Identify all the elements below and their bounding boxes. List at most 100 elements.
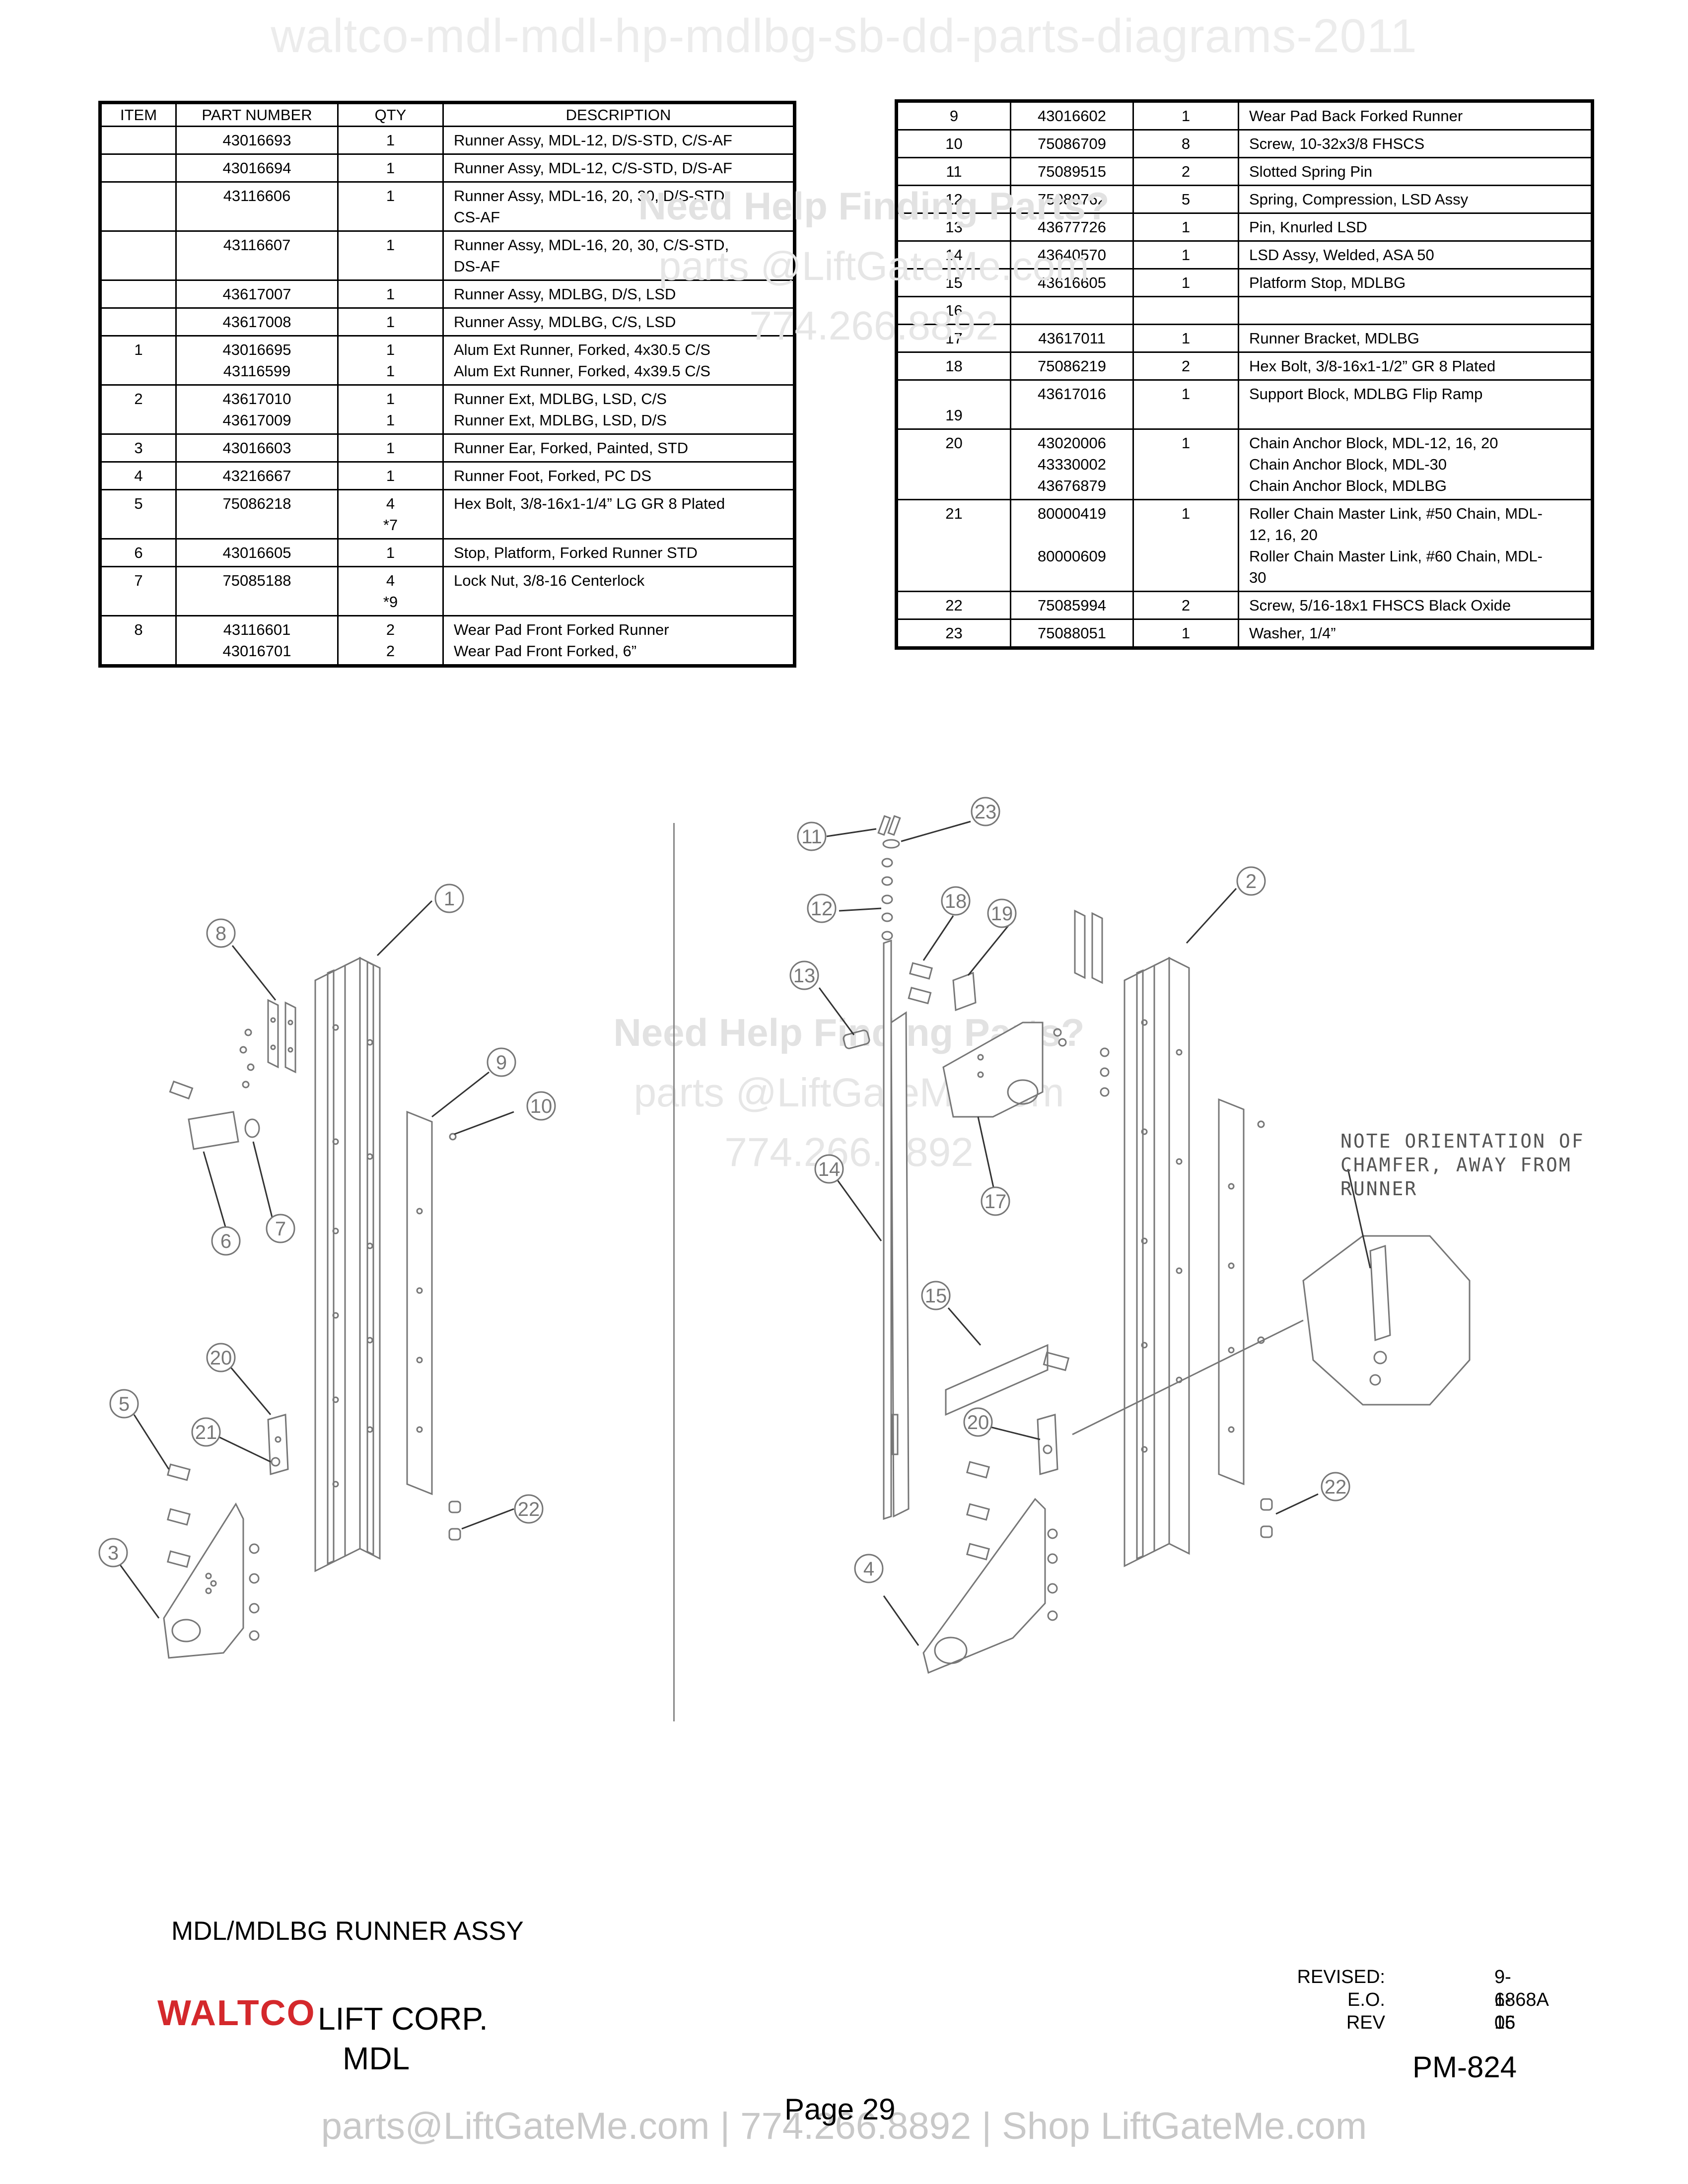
item-cell: 6 <box>99 538 177 567</box>
item-cell: 22 <box>896 591 1011 620</box>
svg-text:14: 14 <box>818 1159 841 1180</box>
item-cell: 23 <box>896 618 1011 649</box>
description-cell: Wear Pad Back Forked Runner <box>1238 100 1593 131</box>
header-description: DESCRIPTION <box>442 102 795 127</box>
qty-cell: 1 <box>1132 379 1239 430</box>
eo-value: 6868A <box>1494 1989 1549 2010</box>
svg-text:9: 9 <box>496 1052 507 1074</box>
balloon-right-15: 15 <box>921 1281 951 1310</box>
item-cell: 11 <box>896 157 1011 186</box>
svg-text:10: 10 <box>530 1095 553 1117</box>
view-divider <box>673 823 675 1721</box>
description-cell: Lock Nut, 3/8-16 Centerlock <box>442 566 795 616</box>
qty-cell: 8 <box>1132 129 1239 158</box>
item-cell: 20 <box>896 428 1011 500</box>
page-number: Page 29 <box>784 2093 896 2126</box>
qty-cell: 2 <box>1132 591 1239 620</box>
description-cell: Chain Anchor Block, MDL-12, 16, 20 Chain… <box>1238 428 1593 500</box>
svg-text:11: 11 <box>801 826 822 848</box>
item-cell: 15 <box>896 268 1011 297</box>
qty-cell: 1 <box>1132 324 1239 353</box>
balloon-right-4: 4 <box>854 1554 884 1583</box>
item-cell: 21 <box>896 499 1011 592</box>
part-number-cell: 75085188 <box>175 566 339 616</box>
part-number-cell: 43616605 <box>1010 268 1134 297</box>
svg-text:5: 5 <box>119 1393 130 1415</box>
revised-value: 9-1-15 <box>1494 1967 1516 2033</box>
part-number-cell: 43016602 <box>1010 100 1134 131</box>
balloon-right-19: 19 <box>987 898 1017 928</box>
pm-number: PM-824 <box>1412 2050 1517 2084</box>
balloon-right-13: 13 <box>789 960 819 990</box>
qty-cell: 5 <box>1132 185 1239 214</box>
balloon-left-7: 7 <box>266 1214 295 1243</box>
svg-text:3: 3 <box>108 1542 119 1564</box>
part-number-cell: 43617016 <box>1010 379 1134 430</box>
item-cell: 3 <box>99 433 177 463</box>
model-name: MDL <box>343 2041 410 2076</box>
qty-cell: 1 <box>1132 212 1239 242</box>
part-number-cell: 43617010 43617009 <box>175 384 339 435</box>
part-number-cell: 43116601 43016701 <box>175 615 339 667</box>
table-header-row: ITEM PART NUMBER QTY DESCRIPTION <box>99 102 795 127</box>
svg-text:20: 20 <box>967 1412 989 1433</box>
balloon-right-18: 18 <box>941 886 971 916</box>
chamfer-note: NOTE ORIENTATION OF CHAMFER, AWAY FROM R… <box>1340 1130 1585 1200</box>
header-part-number: PART NUMBER <box>175 102 339 127</box>
description-cell: Runner Assy, MDL-16, 20, 30, C/S-STD, DS… <box>442 230 795 281</box>
revised-label: REVISED: <box>1297 1967 1385 1987</box>
item-cell: 16 <box>896 296 1011 325</box>
rev-value: 06 <box>1494 2012 1516 2033</box>
description-cell: Alum Ext Runner, Forked, 4x30.5 C/S Alum… <box>442 335 795 386</box>
part-number-cell: 43216667 <box>175 461 339 490</box>
description-cell: Runner Foot, Forked, PC DS <box>442 461 795 490</box>
part-number-cell <box>1010 296 1134 325</box>
item-cell: 12 <box>896 185 1011 214</box>
svg-text:22: 22 <box>518 1499 540 1520</box>
qty-cell: 4 *7 <box>337 489 444 540</box>
svg-text:22: 22 <box>1325 1476 1347 1498</box>
header-qty: QTY <box>337 102 444 127</box>
qty-cell: 1 <box>1132 240 1239 270</box>
part-number-cell: 75086709 <box>1010 129 1134 158</box>
part-number-cell: 75088051 <box>1010 618 1134 649</box>
svg-text:18: 18 <box>945 890 967 912</box>
description-cell: Screw, 5/16-18x1 FHSCS Black Oxide <box>1238 591 1593 620</box>
part-number-cell: 43016693 <box>175 126 339 155</box>
svg-text:7: 7 <box>275 1218 286 1240</box>
part-number-cell: 75089762 <box>1010 185 1134 214</box>
svg-text:13: 13 <box>793 965 816 987</box>
top-watermark: waltco-mdl-mdl-hp-mdlbg-sb-dd-parts-diag… <box>271 9 1417 63</box>
part-number-cell: 80000419 80000609 <box>1010 499 1134 592</box>
part-number-cell: 43617008 <box>175 307 339 337</box>
item-cell <box>99 279 177 309</box>
qty-cell: 2 <box>1132 157 1239 186</box>
header-item: ITEM <box>99 102 177 127</box>
qty-cell: 1 1 <box>337 335 444 386</box>
watermark-phone: 774.266.8892 <box>749 303 998 348</box>
qty-cell: 1 <box>337 307 444 337</box>
part-number-cell: 75086219 <box>1010 351 1134 381</box>
description-cell: Runner Assy, MDLBG, D/S, LSD <box>442 279 795 309</box>
balloon-left-8: 8 <box>206 918 236 948</box>
description-cell: Roller Chain Master Link, #50 Chain, MDL… <box>1238 499 1593 592</box>
description-cell: Spring, Compression, LSD Assy <box>1238 185 1593 214</box>
svg-text:17: 17 <box>985 1191 1007 1213</box>
part-number-cell: 75086218 <box>175 489 339 540</box>
item-cell: 2 <box>99 384 177 435</box>
